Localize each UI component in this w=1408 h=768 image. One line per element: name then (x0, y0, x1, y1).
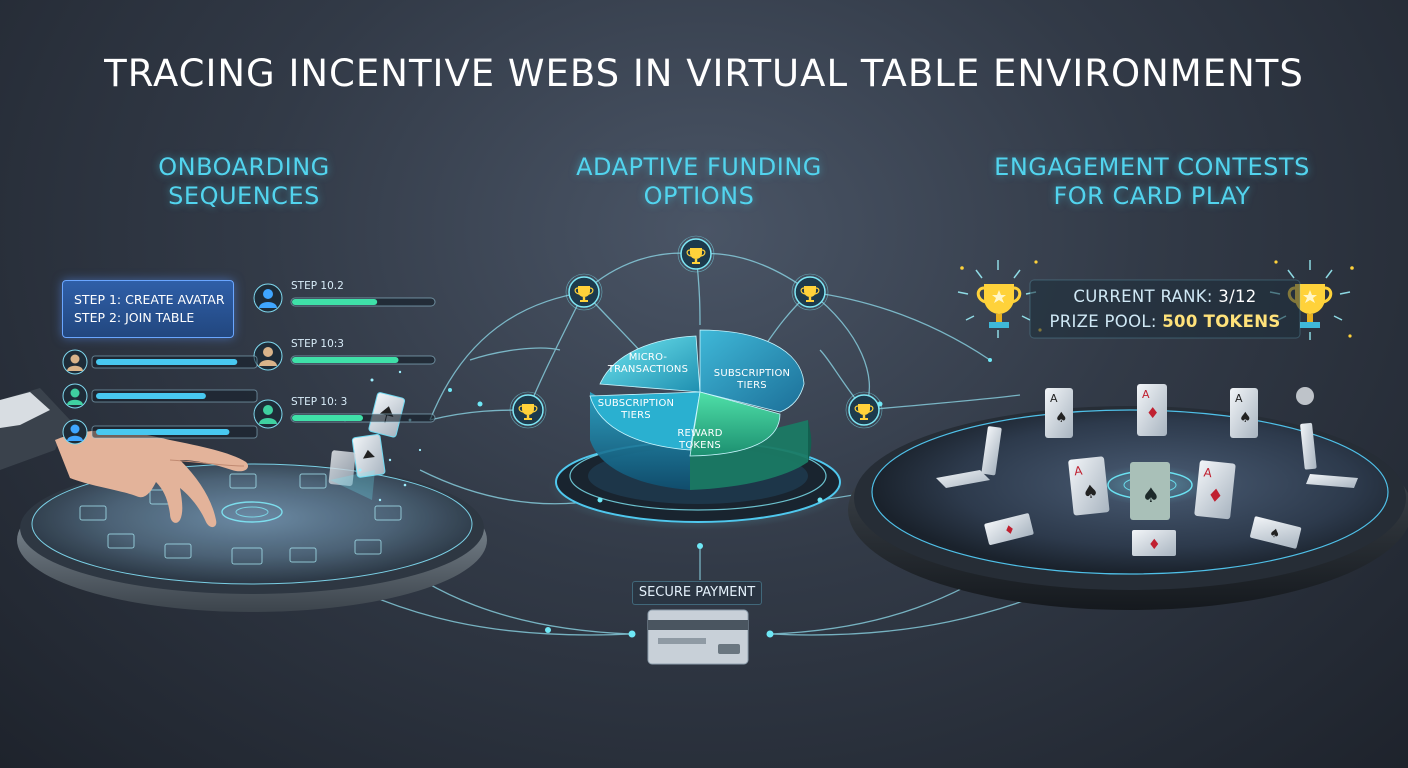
svg-text:A: A (1142, 388, 1150, 401)
step-label: STEP 10:3 (291, 338, 344, 350)
section-title-funding: ADAPTIVE FUNDING OPTIONS (548, 153, 850, 211)
prize-value: 500 TOKENS (1162, 312, 1281, 331)
rank-value: 3/12 (1218, 287, 1257, 306)
pie-slice-label-line: SUBSCRIPTION (713, 368, 791, 379)
prize-pool: PRIZE POOL: 500 TOKENS (1035, 312, 1295, 331)
svg-text:♠: ♠ (1268, 525, 1282, 541)
credit-card-icon (647, 609, 749, 665)
progress-fill (292, 299, 378, 305)
svg-text:A: A (1203, 465, 1213, 480)
step-label: STEP 10: 3 (291, 396, 348, 408)
onboarding-table (17, 462, 487, 612)
user-icon (62, 349, 88, 375)
user-icon (62, 419, 88, 445)
pie-slice-label-line: SUBSCRIPTION (597, 398, 675, 409)
section-title-line: ONBOARDING (158, 153, 330, 181)
funding-pie-chart (589, 329, 812, 490)
pie-slice-label-line: TOKENS (679, 440, 721, 451)
user-icon (253, 341, 283, 371)
rank-label: CURRENT RANK: (1073, 287, 1213, 306)
step-label: STEP 10.2 (291, 280, 344, 292)
prize-label: PRIZE POOL: (1049, 312, 1157, 331)
current-rank: CURRENT RANK: 3/12 (1035, 287, 1295, 306)
step-card: STEP 1: CREATE AVATAR STEP 2: JOIN TABLE (62, 280, 234, 338)
page-title: TRACING INCENTIVE WEBS IN VIRTUAL TABLE … (104, 52, 1304, 95)
progress-fill (96, 359, 238, 365)
rank-panel (1029, 279, 1301, 339)
pie-slice-label-line: TIERS (737, 380, 767, 391)
svg-text:A: A (1235, 392, 1243, 405)
section-title-onboarding: ONBOARDING SEQUENCES (104, 153, 384, 211)
section-title-line: ENGAGEMENT CONTESTS (994, 153, 1310, 181)
progress-fill (292, 415, 363, 421)
pie-slice-label-line: TIERS (621, 410, 651, 421)
pie-slice-label: SUBSCRIPTION TIERS (584, 398, 688, 422)
pie-slice-label: SUBSCRIPTION TIERS (700, 368, 804, 392)
progress-fill (292, 357, 399, 363)
pie-slice-label-line: TRANSACTIONS (607, 364, 689, 375)
svg-text:♦: ♦ (1206, 485, 1224, 508)
svg-text:♠: ♠ (1239, 410, 1252, 426)
hand-icon (0, 388, 249, 528)
table-cards: A ♠ A ♦ A ♠ A ♠ ♠ A ♦ ♦ ♦ ♠ (936, 384, 1358, 556)
status-orb (1296, 387, 1314, 405)
user-icon (253, 283, 283, 313)
pie-slice-label: REWARD TOKENS (650, 428, 750, 452)
trophy-icon (976, 284, 1022, 328)
svg-text:♠: ♠ (1142, 483, 1160, 507)
svg-text:♠: ♠ (1055, 410, 1068, 426)
pie-slice-label-line: REWARD (677, 428, 723, 439)
section-title-contests: ENGAGEMENT CONTESTS FOR CARD PLAY (990, 153, 1314, 211)
progress-fill (96, 429, 230, 435)
step-card-line: STEP 1: CREATE AVATAR (74, 292, 225, 307)
svg-text:♦: ♦ (1148, 537, 1161, 553)
svg-text:A: A (1050, 392, 1058, 405)
section-title-line: FOR CARD PLAY (1053, 182, 1251, 210)
sparkle-burst (957, 260, 1351, 340)
section-title-line: SEQUENCES (168, 182, 320, 210)
svg-text:♦: ♦ (1146, 404, 1159, 422)
progress-fill (96, 393, 206, 399)
svg-text:A: A (1073, 464, 1083, 479)
svg-text:♠: ♠ (1081, 481, 1099, 504)
section-title-line: ADAPTIVE FUNDING (576, 153, 822, 181)
user-icon (253, 399, 283, 429)
user-icon (62, 383, 88, 409)
section-title-line: OPTIONS (643, 182, 755, 210)
pie-slice-label-line: MICRO- (628, 352, 668, 363)
svg-text:♦: ♦ (1003, 522, 1017, 538)
step-card-line: STEP 2: JOIN TABLE (74, 310, 195, 325)
pie-slice-label: MICRO- TRANSACTIONS (596, 352, 700, 376)
secure-payment-label: SECURE PAYMENT (632, 581, 762, 605)
